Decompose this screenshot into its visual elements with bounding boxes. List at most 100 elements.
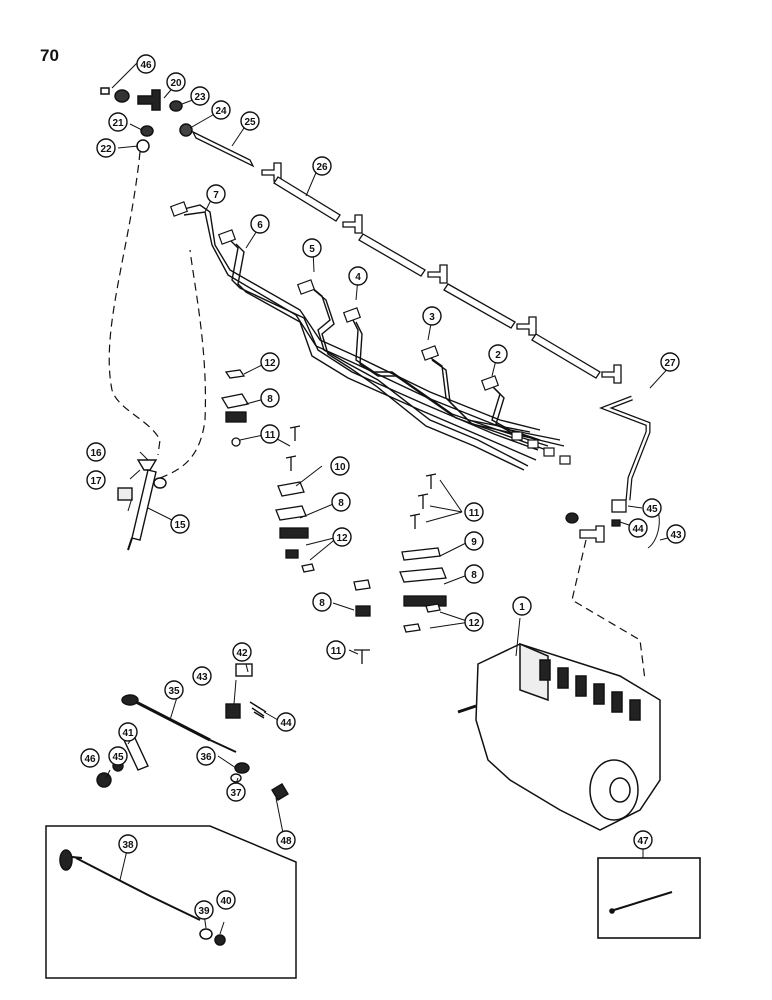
callout-30: 45 xyxy=(642,498,662,518)
injection-pump xyxy=(457,642,661,831)
callout-41: 41 xyxy=(118,722,138,742)
callout-27: 27 xyxy=(660,352,680,372)
screw-11 xyxy=(285,455,297,471)
clamp-10 xyxy=(277,481,305,497)
svg-text:5: 5 xyxy=(309,244,315,255)
callout-24: 24 xyxy=(211,100,231,120)
nut-24 xyxy=(179,123,193,137)
callout-12: 12 xyxy=(332,527,352,547)
callout-38: 38 xyxy=(118,834,138,854)
callout-1: 1 xyxy=(512,596,532,616)
callout-3: 3 xyxy=(422,306,442,326)
svg-text:27: 27 xyxy=(664,358,676,369)
screw-11 xyxy=(417,493,429,509)
clamp-8-pad xyxy=(279,527,309,539)
svg-text:43: 43 xyxy=(670,530,682,541)
callout-39: 39 xyxy=(194,900,214,920)
return-line-fittings xyxy=(100,87,193,153)
nut-46 xyxy=(96,772,112,788)
callout-43: 43 xyxy=(192,666,212,686)
tee-fitting-20 xyxy=(137,89,161,111)
svg-text:1: 1 xyxy=(519,602,525,613)
callout-42: 42 xyxy=(232,642,252,662)
callout-8: 8 xyxy=(331,492,351,512)
svg-text:4: 4 xyxy=(355,272,361,283)
callout-11: 11 xyxy=(260,424,280,444)
callout-40: 40 xyxy=(216,890,236,910)
tee xyxy=(516,316,537,336)
clamp-12 xyxy=(403,623,421,633)
callout-2: 2 xyxy=(488,344,508,364)
shaft xyxy=(609,777,631,803)
callout-16: 16 xyxy=(86,442,106,462)
callout-23: 23 xyxy=(190,86,210,106)
stop-42 xyxy=(235,663,253,677)
callout-44: 44 xyxy=(276,712,296,732)
svg-text:24: 24 xyxy=(215,106,227,117)
washer-23 xyxy=(169,100,183,112)
svg-text:46: 46 xyxy=(140,60,152,71)
svg-text:40: 40 xyxy=(220,896,232,907)
bolt-30 xyxy=(611,499,627,513)
page-number: 70 xyxy=(40,46,59,65)
line-clamps xyxy=(220,369,447,664)
clamp-8-pad xyxy=(403,595,447,607)
svg-text:37: 37 xyxy=(230,788,242,799)
knob-35 xyxy=(121,694,139,706)
svg-text:10: 10 xyxy=(334,462,346,473)
svg-text:7: 7 xyxy=(213,190,219,201)
svg-text:25: 25 xyxy=(244,117,256,128)
svg-text:3: 3 xyxy=(429,312,435,323)
callout-12: 12 xyxy=(464,612,484,632)
callout-37: 37 xyxy=(226,782,246,802)
tee xyxy=(427,264,448,284)
svg-text:8: 8 xyxy=(471,570,477,581)
screw-11 xyxy=(409,513,421,529)
svg-text:36: 36 xyxy=(200,752,212,763)
tee xyxy=(342,214,363,234)
svg-text:8: 8 xyxy=(267,394,273,405)
clamp-8-pad xyxy=(225,411,247,423)
callout-46: 46 xyxy=(80,748,100,768)
svg-text:2: 2 xyxy=(495,350,501,361)
svg-text:42: 42 xyxy=(236,648,248,659)
svg-text:11: 11 xyxy=(469,508,480,519)
callout-20: 20 xyxy=(166,72,186,92)
callout-7: 7 xyxy=(206,184,226,204)
svg-text:15: 15 xyxy=(174,520,186,531)
bolt-48 xyxy=(271,783,289,801)
svg-text:44: 44 xyxy=(632,524,644,535)
svg-text:22: 22 xyxy=(100,144,112,155)
svg-text:12: 12 xyxy=(336,533,348,544)
svg-text:48: 48 xyxy=(280,836,292,847)
callout-8: 8 xyxy=(260,388,280,408)
clamp-8-pad xyxy=(355,605,371,617)
svg-text:12: 12 xyxy=(468,618,480,629)
inset-47 xyxy=(597,857,701,939)
svg-text:8: 8 xyxy=(338,498,344,509)
inset-38-40 xyxy=(45,825,297,979)
svg-text:21: 21 xyxy=(112,118,124,129)
pipe-segment xyxy=(358,233,426,277)
banjo xyxy=(579,525,605,543)
svg-text:6: 6 xyxy=(257,220,263,231)
clamp-12 xyxy=(224,369,246,379)
pipe-segment xyxy=(443,283,516,329)
pipe-segment xyxy=(531,333,601,379)
fitting-31 xyxy=(100,87,110,95)
callout-28: 43 xyxy=(666,524,686,544)
seal-21 xyxy=(140,125,154,137)
callout-12: 12 xyxy=(260,352,280,372)
callout-9: 9 xyxy=(464,531,484,551)
clamp-8 xyxy=(220,393,250,409)
cap-22 xyxy=(136,139,150,153)
svg-text:46: 46 xyxy=(84,754,96,765)
nozzle-body xyxy=(131,469,157,541)
nut xyxy=(114,89,130,103)
callout-31: 46 xyxy=(136,54,156,74)
callouts: 46 20 23 24 25 21 22 26 7 6 5 4 3 2 27 1… xyxy=(80,54,686,920)
sleeve-17 xyxy=(117,487,133,501)
clamp-9 xyxy=(401,547,441,561)
